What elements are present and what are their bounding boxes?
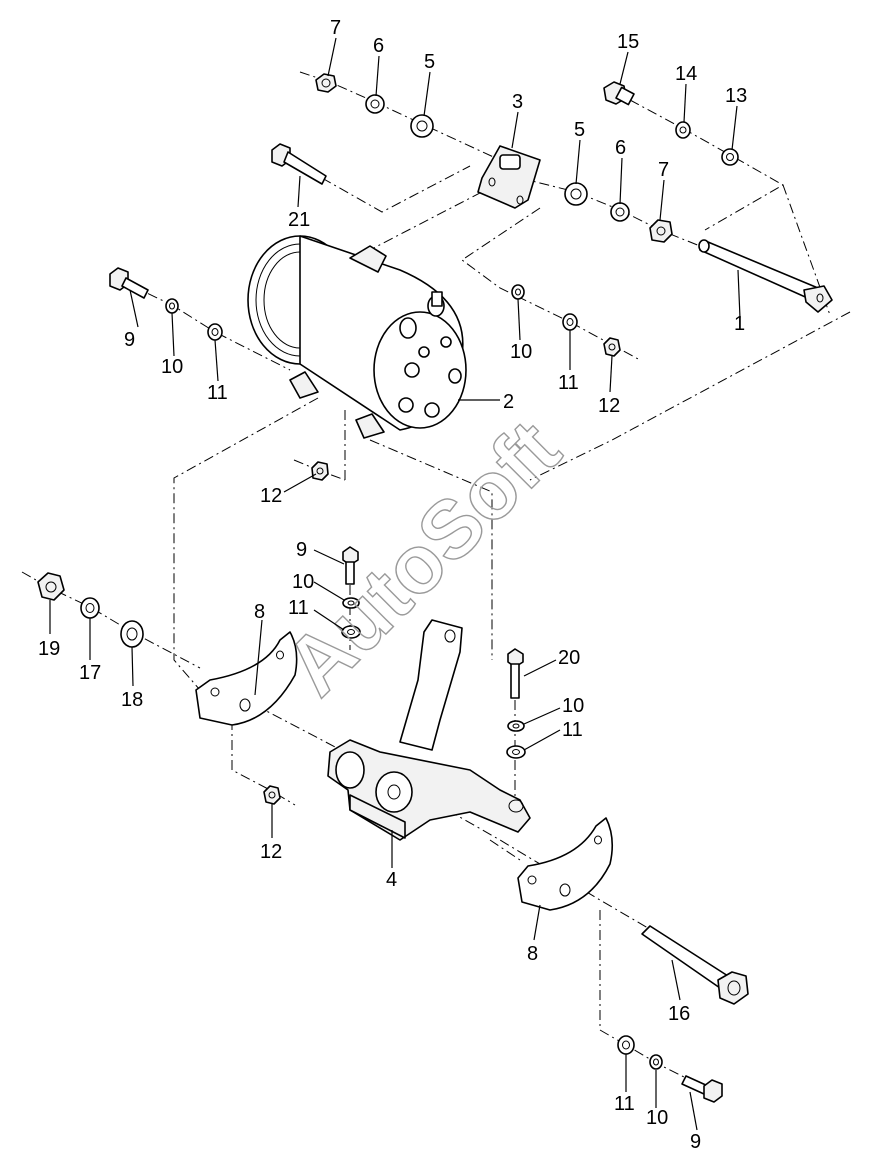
bolt-21 bbox=[271, 143, 327, 185]
callout-12: 12 bbox=[260, 841, 282, 863]
bolt-9-bottom bbox=[681, 1075, 723, 1103]
lock-washer-10-left bbox=[165, 298, 179, 314]
lock-washer-10-upper-right bbox=[511, 284, 525, 300]
lock-washer-6-top bbox=[365, 94, 385, 114]
callout-11: 11 bbox=[207, 382, 228, 404]
callout-4: 4 bbox=[386, 869, 397, 891]
lock-washer-10-bottom bbox=[649, 1054, 663, 1070]
lock-washer-14 bbox=[675, 121, 691, 139]
nut-7-top bbox=[315, 73, 337, 93]
callout-12: 12 bbox=[260, 485, 282, 507]
bolt-20 bbox=[507, 648, 524, 699]
nut-12-upper-right bbox=[603, 337, 621, 357]
fasteners bbox=[37, 73, 833, 1103]
callout-5: 5 bbox=[424, 51, 435, 73]
washer-13 bbox=[721, 148, 739, 166]
callout-17: 17 bbox=[79, 662, 101, 684]
ac-compressor-2 bbox=[247, 235, 467, 439]
callout-21: 21 bbox=[288, 209, 310, 231]
callout-11: 11 bbox=[558, 372, 579, 394]
washer-11-bottom bbox=[617, 1035, 635, 1055]
washer-5-top bbox=[410, 114, 434, 138]
washer-11-lower-right bbox=[506, 745, 526, 759]
callout-1: 1 bbox=[734, 313, 745, 335]
washer-18 bbox=[120, 620, 144, 648]
callout-20: 20 bbox=[558, 647, 580, 669]
callout-18: 18 bbox=[121, 689, 143, 711]
callout-5: 5 bbox=[574, 119, 585, 141]
lock-washer-10-lower-right bbox=[507, 720, 525, 732]
callout-labels: 7 6 5 3 15 14 13 5 6 7 21 1 9 10 11 10 1… bbox=[38, 17, 747, 1153]
callout-10: 10 bbox=[161, 356, 183, 378]
bracket-3 bbox=[477, 145, 541, 209]
callout-6: 6 bbox=[615, 137, 626, 159]
lock-washer-17 bbox=[80, 597, 100, 619]
nut-7-right bbox=[649, 219, 673, 243]
callout-8: 8 bbox=[527, 943, 538, 965]
long-bolt-16 bbox=[641, 925, 749, 1005]
callout-7: 7 bbox=[330, 17, 341, 39]
callout-14: 14 bbox=[675, 63, 697, 85]
callout-15: 15 bbox=[617, 31, 639, 53]
washer-11-upper-right bbox=[562, 313, 578, 331]
callout-11: 11 bbox=[288, 597, 309, 619]
nut-12-middle bbox=[311, 461, 329, 481]
washer-11-left bbox=[207, 323, 223, 341]
callout-10: 10 bbox=[562, 695, 584, 717]
bracket-8-left bbox=[195, 631, 298, 726]
callout-19: 19 bbox=[38, 638, 60, 660]
callout-3: 3 bbox=[512, 91, 523, 113]
callout-11: 11 bbox=[614, 1093, 635, 1115]
washer-5-right bbox=[564, 182, 588, 206]
nut-19 bbox=[37, 572, 65, 601]
callout-13: 13 bbox=[725, 85, 747, 107]
callout-6: 6 bbox=[373, 35, 384, 57]
lock-washer-10-center bbox=[342, 597, 360, 609]
callout-10: 10 bbox=[646, 1107, 668, 1129]
callout-9: 9 bbox=[690, 1131, 701, 1153]
callout-11: 11 bbox=[562, 719, 583, 741]
lock-washer-6-right bbox=[610, 202, 630, 222]
bolt-15 bbox=[603, 81, 635, 106]
bracket-8-right bbox=[517, 817, 614, 911]
leader-lines bbox=[49, 37, 741, 1131]
adjusting-rod-1 bbox=[698, 239, 833, 313]
callout-8: 8 bbox=[254, 601, 265, 623]
callout-9: 9 bbox=[124, 329, 135, 351]
callout-12: 12 bbox=[598, 395, 620, 417]
callout-10: 10 bbox=[292, 571, 314, 593]
callout-2: 2 bbox=[503, 391, 514, 413]
bolt-9-left bbox=[109, 267, 149, 299]
bolt-9-center bbox=[342, 546, 359, 585]
callout-10: 10 bbox=[510, 341, 532, 363]
callout-7: 7 bbox=[658, 159, 669, 181]
nut-12-lower-left bbox=[263, 785, 281, 805]
mounting-bracket-4 bbox=[327, 619, 531, 841]
washer-11-center bbox=[341, 625, 361, 639]
callout-9: 9 bbox=[296, 539, 307, 561]
callout-16: 16 bbox=[668, 1003, 690, 1025]
